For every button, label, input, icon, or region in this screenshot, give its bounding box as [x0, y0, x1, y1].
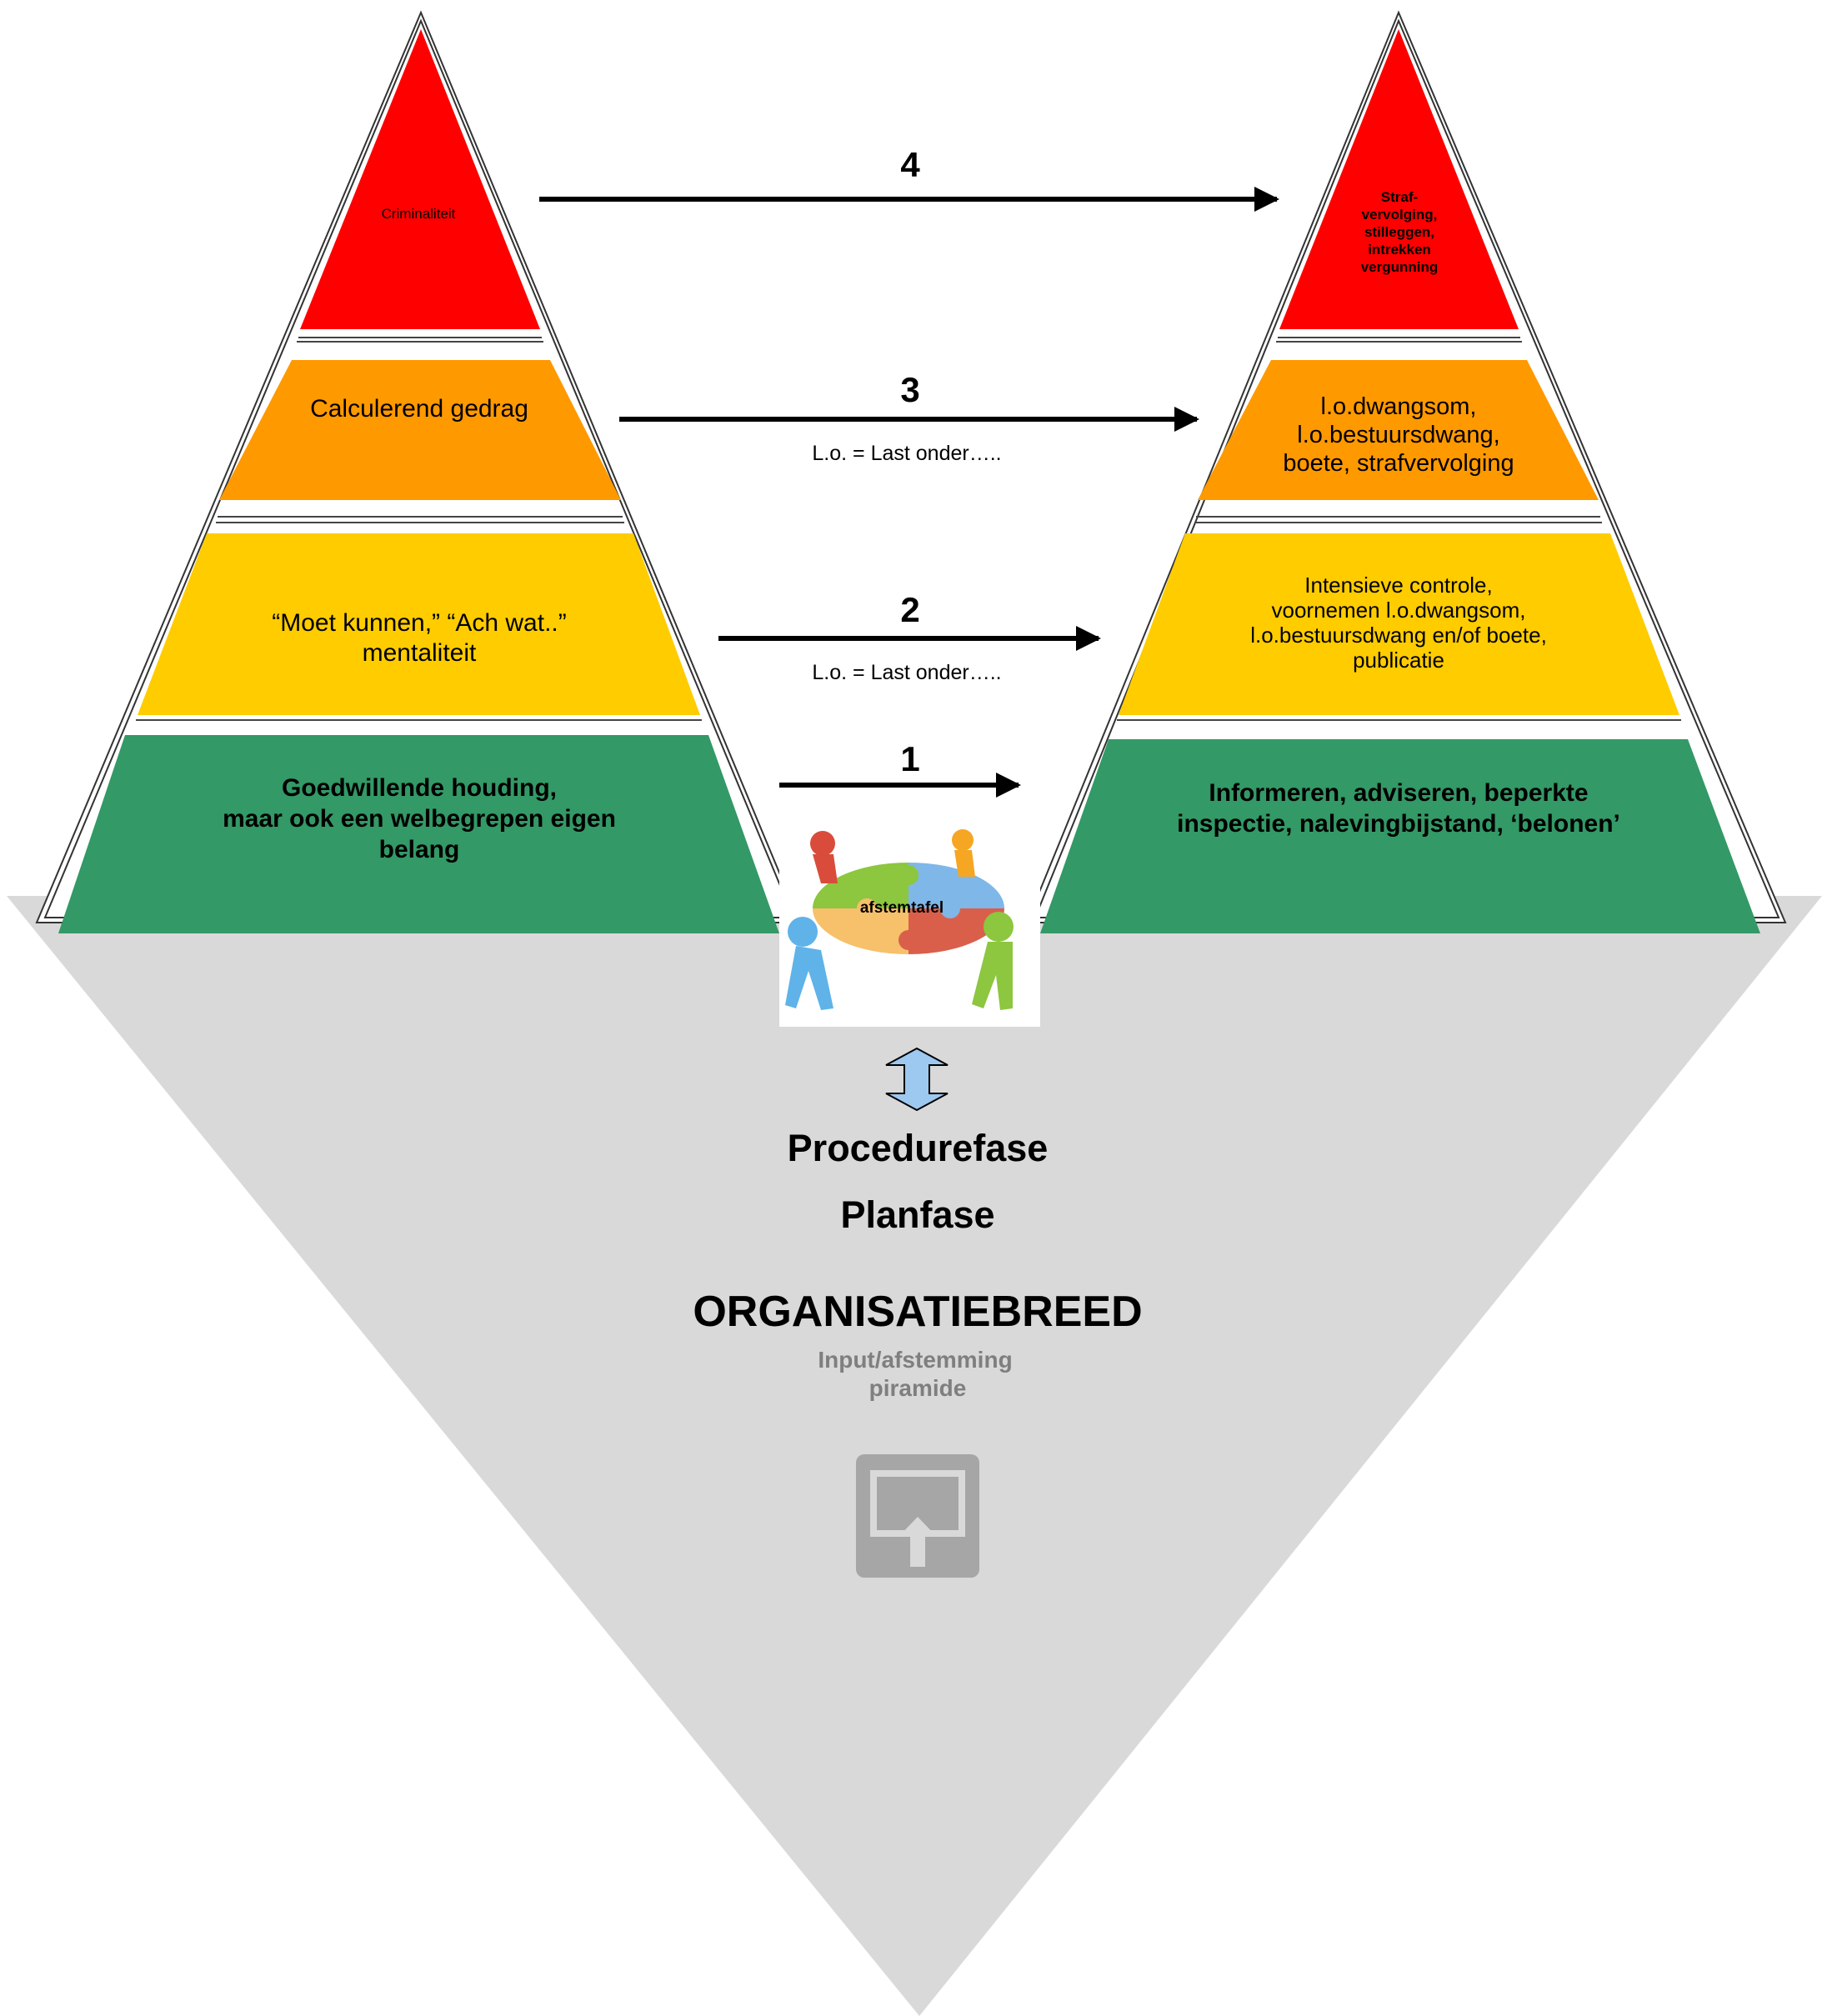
double-arrow-icon — [885, 1047, 949, 1112]
right-level-1-label-2: inspectie, nalevingbijstand, ‘belonen’ — [1177, 810, 1620, 838]
right-level-4-label-4: intrekken — [1368, 242, 1431, 258]
arrow-2-number: 2 — [900, 590, 919, 629]
right-level-2-label-4: publicatie — [1353, 648, 1444, 673]
left-level-4 — [300, 29, 540, 329]
right-level-3-label-2: l.o.bestuursdwang, — [1297, 422, 1499, 448]
right-level-3-label-3: boete, strafvervolging — [1283, 450, 1514, 477]
right-level-3 — [1198, 360, 1599, 500]
right-level-4 — [1279, 29, 1519, 329]
arrow-3-note: L.o. = Last onder….. — [812, 442, 1001, 465]
left-level-1-label-3: belang — [379, 836, 460, 863]
right-level-4-label-5: vergunning — [1361, 259, 1439, 275]
right-level-1 — [1040, 739, 1760, 933]
left-level-1 — [58, 735, 779, 933]
left-level-3 — [219, 360, 621, 500]
arrow-2-note: L.o. = Last onder….. — [812, 661, 1001, 684]
left-level-2-label-1: “Moet kunnen,” “Ach wat..” — [272, 609, 566, 637]
right-level-3-label-1: l.o.dwangsom, — [1321, 393, 1477, 420]
right-level-2-label-1: Intensieve controle, — [1304, 573, 1492, 598]
left-level-3-label: Calculerend gedrag — [310, 395, 528, 423]
person-orange-icon — [952, 829, 974, 851]
arrow-3-number: 3 — [900, 370, 919, 409]
right-level-4-label-2: vervolging, — [1362, 207, 1438, 223]
arrow-1-number: 1 — [900, 739, 919, 778]
arrow-4-number: 4 — [900, 145, 920, 184]
phase-plan: Planfase — [840, 1193, 994, 1236]
left-level-2-label-2: mentaliteit — [363, 639, 477, 667]
input-label-1: Input/afstemming — [818, 1347, 1012, 1373]
left-level-2 — [138, 533, 700, 715]
right-pyramid — [1025, 10, 1787, 933]
left-pyramid — [35, 10, 802, 933]
right-level-2-label-3: l.o.bestuursdwang en/of boete, — [1250, 623, 1547, 648]
input-label-2: piramide — [869, 1375, 967, 1401]
afstemtafel-label: afstemtafel — [860, 899, 944, 917]
afstemtafel-picture — [779, 814, 1040, 1027]
right-level-2 — [1119, 533, 1679, 715]
left-level-1-label-2: maar ook een welbegrepen eigen — [223, 805, 616, 833]
phase-procedure: Procedurefase — [788, 1127, 1049, 1169]
scope-label: ORGANISATIEBREED — [693, 1288, 1142, 1336]
person-blue-icon — [788, 917, 818, 947]
left-level-1-label-1: Goedwillende houding, — [282, 774, 557, 802]
right-level-1-label-1: Informeren, adviseren, beperkte — [1209, 779, 1588, 807]
right-level-4-label-3: stilleggen, — [1364, 224, 1434, 240]
right-level-2-label-2: voornemen l.o.dwangsom, — [1272, 598, 1526, 623]
insert-picture-icon — [856, 1454, 979, 1578]
right-level-4-label-1: Straf- — [1381, 189, 1418, 205]
person-red-icon — [810, 831, 835, 856]
left-level-4-label: Criminaliteit — [382, 206, 456, 222]
person-green-icon — [984, 912, 1014, 942]
